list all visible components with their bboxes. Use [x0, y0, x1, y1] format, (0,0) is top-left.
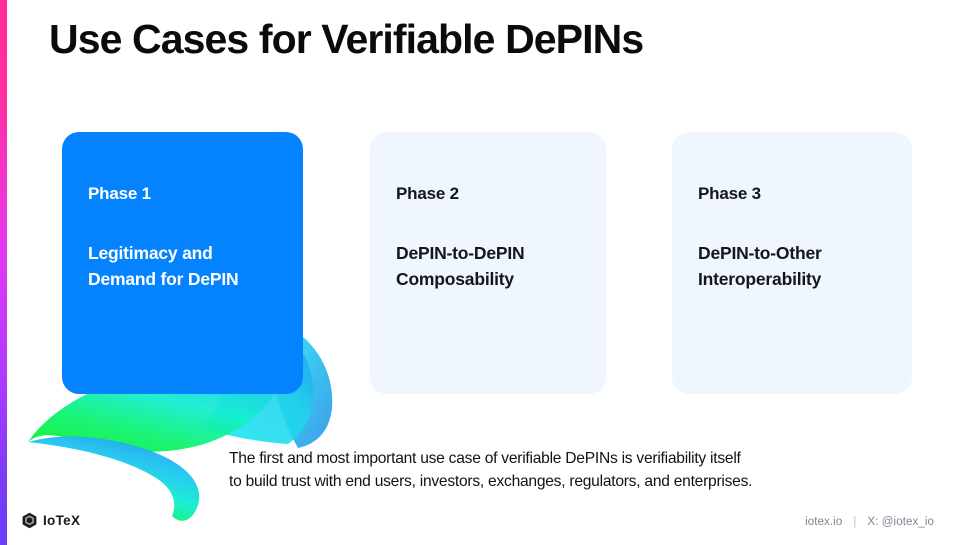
phase-card-3-body-line-2: Interoperability [698, 269, 822, 289]
phase-card-2-label: Phase 2 [396, 184, 459, 203]
footer-brand: IoTeX [21, 512, 80, 529]
phase-card-3-body: DePIN-to-Other Interoperability [698, 240, 898, 292]
phase-card-1-body-line-1: Legitimacy and [88, 243, 213, 263]
slide-caption-line-1: The first and most important use case of… [229, 450, 741, 467]
phase-card-2-body-line-2: Composability [396, 269, 514, 289]
phase-card-2-body: DePIN-to-DePIN Composability [396, 240, 596, 292]
phase-card-3[interactable]: Phase 3 DePIN-to-Other Interoperability [672, 132, 912, 394]
phase-card-2-body-line-1: DePIN-to-DePIN [396, 243, 525, 263]
phase-card-1-body: Legitimacy and Demand for DePIN [88, 240, 288, 292]
phase-card-3-label: Phase 3 [698, 184, 761, 203]
footer-separator: | [853, 516, 857, 528]
phase-card-2[interactable]: Phase 2 DePIN-to-DePIN Composability [370, 132, 606, 394]
footer-website-link[interactable]: iotex.io [805, 516, 843, 528]
footer-brand-name: IoTeX [43, 513, 81, 528]
footer-links: iotex.io | X: @iotex_io [805, 516, 934, 528]
phase-card-1-body-line-2: Demand for DePIN [88, 269, 239, 289]
slide-caption: The first and most important use case of… [229, 447, 752, 493]
left-gradient-accent-bar [0, 0, 7, 545]
page-title: Use Cases for Verifiable DePINs [49, 16, 644, 62]
phase-card-1-label: Phase 1 [88, 184, 151, 203]
iotex-logo-icon [22, 512, 37, 529]
slide-caption-line-2: to build trust with end users, investors… [229, 473, 753, 490]
phase-card-3-body-line-1: DePIN-to-Other [698, 243, 822, 263]
footer-social-link[interactable]: X: @iotex_io [867, 516, 934, 528]
phase-card-1[interactable]: Phase 1 Legitimacy and Demand for DePIN [62, 132, 303, 394]
